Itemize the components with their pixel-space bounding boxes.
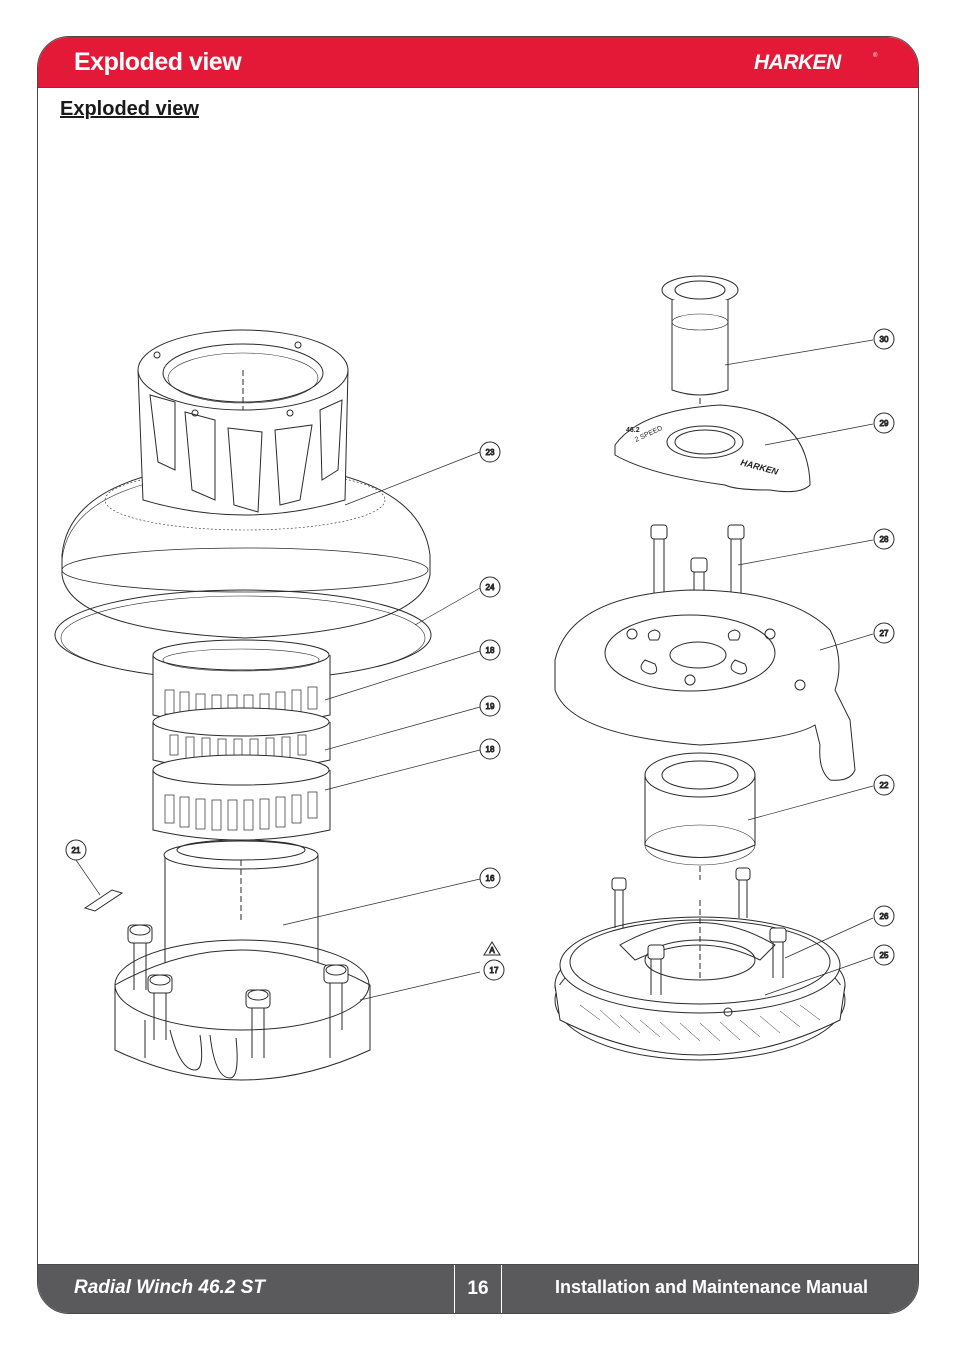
svg-text:18: 18 — [486, 745, 495, 754]
harken-logo: HARKEN ® — [754, 51, 878, 73]
footer-manual-title: Installation and Maintenance Manual — [555, 1277, 869, 1297]
callout-30: 30 — [873, 328, 895, 350]
callout-25: 25 — [873, 944, 895, 966]
callout-23: 23 — [479, 441, 501, 463]
callout-26: 26 — [873, 905, 895, 927]
footer-bar: Radial Winch 46.2 ST 16 Installation and… — [38, 1264, 918, 1313]
svg-text:30: 30 — [880, 335, 889, 344]
callout-24: 24 — [479, 576, 501, 598]
callout-28: 28 — [873, 528, 895, 550]
section-heading: Exploded view — [60, 98, 199, 120]
callout-21: 21 — [65, 839, 87, 861]
svg-text:23: 23 — [486, 448, 495, 457]
svg-text:24: 24 — [486, 583, 495, 592]
part-29-plate: 2 SPEED 46.2 HARKEN — [614, 404, 811, 493]
callout-16: 16 — [479, 867, 501, 889]
callout-29: 29 — [873, 412, 895, 434]
callout-A: A — [483, 941, 501, 956]
svg-text:29: 29 — [880, 419, 889, 428]
part-25-base-gear — [554, 900, 846, 1061]
part-23-drum — [61, 329, 431, 639]
svg-text:21: 21 — [72, 846, 81, 855]
svg-text:46.2: 46.2 — [626, 427, 640, 434]
header-bar: Exploded view HARKEN ® — [38, 37, 918, 88]
svg-text:19: 19 — [486, 702, 495, 711]
callout-18-bottom: 18 — [479, 738, 501, 760]
svg-text:16: 16 — [486, 874, 495, 883]
svg-text:A: A — [489, 946, 495, 955]
part-27-housing — [554, 589, 856, 781]
header-title: Exploded view — [74, 48, 242, 76]
svg-text:22: 22 — [880, 781, 889, 790]
part-22-drive — [644, 752, 756, 880]
svg-text:26: 26 — [880, 912, 889, 921]
callout-17: 17 — [483, 959, 505, 981]
part-26-pawls — [611, 867, 787, 1017]
callout-27: 27 — [873, 622, 895, 644]
footer-product-name: Radial Winch 46.2 ST — [74, 1277, 265, 1298]
leader-lines — [75, 339, 874, 1001]
svg-text:®: ® — [873, 52, 878, 59]
svg-text:18: 18 — [486, 646, 495, 655]
callout-19: 19 — [479, 695, 501, 717]
part-30-socket — [661, 275, 739, 425]
footer-page-number: 16 — [454, 1265, 502, 1313]
svg-text:25: 25 — [880, 951, 889, 960]
svg-text:27: 27 — [880, 629, 889, 638]
callout-18-top: 18 — [479, 639, 501, 661]
part-21-key — [83, 889, 124, 912]
callout-22: 22 — [873, 774, 895, 796]
part-17-base — [114, 924, 371, 1081]
svg-text:28: 28 — [880, 535, 889, 544]
logo-text: HARKEN — [754, 51, 842, 73]
svg-text:17: 17 — [490, 966, 499, 975]
part-18-bearing-bottom — [152, 754, 331, 841]
